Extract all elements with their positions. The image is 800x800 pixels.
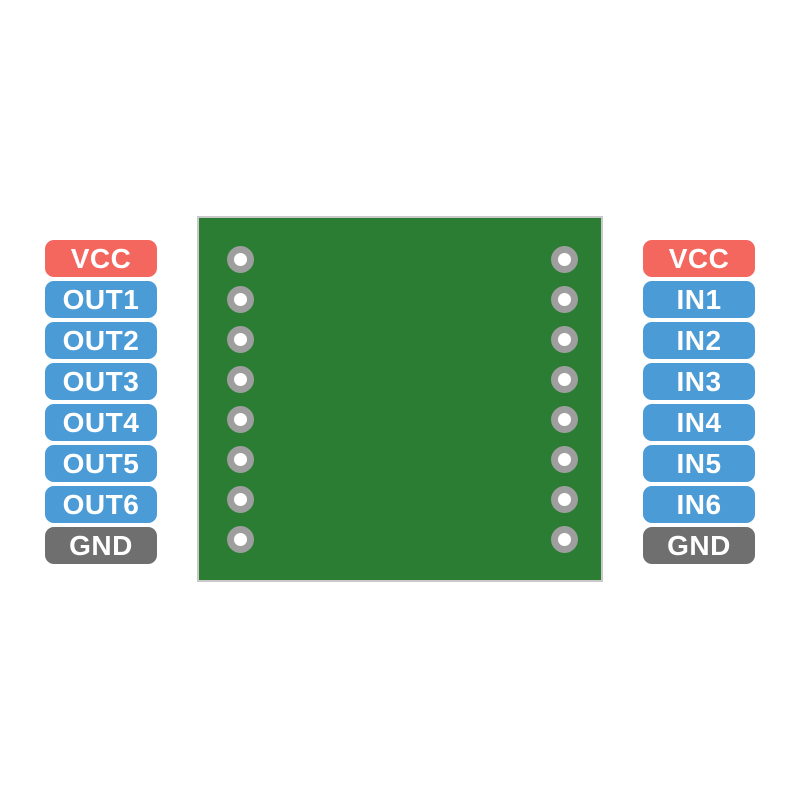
pad-hole-bore [233,492,247,506]
pad-hole [550,445,578,473]
pin-label-gnd: GND [643,527,755,564]
pad-hole-bore [233,412,247,426]
pad-hole [226,405,254,433]
pad-hole [226,245,254,273]
pad-hole-bore [233,452,247,466]
pin-label-vcc: VCC [45,240,157,277]
pin-label-in3: IN3 [643,363,755,400]
pad-hole [226,365,254,393]
pad-hole-bore [557,492,571,506]
pad-hole [226,485,254,513]
pad-hole [226,285,254,313]
pad-hole-bore [557,452,571,466]
pin-label-out1: OUT1 [45,281,157,318]
pad-hole [550,325,578,353]
pad-hole-bore [233,332,247,346]
pin-label-out2: OUT2 [45,322,157,359]
pin-label-in4: IN4 [643,404,755,441]
pad-hole [550,285,578,313]
pad-hole [550,405,578,433]
pad-hole [550,485,578,513]
pad-hole-bore [233,292,247,306]
pad-hole-bore [557,332,571,346]
pin-label-out3: OUT3 [45,363,157,400]
pin-label-in2: IN2 [643,322,755,359]
pad-hole-bore [233,252,247,266]
pad-hole-bore [233,532,247,546]
pad-hole-bore [557,292,571,306]
pin-label-in6: IN6 [643,486,755,523]
pin-label-out5: OUT5 [45,445,157,482]
pad-hole-bore [557,372,571,386]
pcb-board [197,216,603,582]
pad-hole [550,525,578,553]
pad-hole-bore [557,532,571,546]
pin-label-in5: IN5 [643,445,755,482]
pin-label-out4: OUT4 [45,404,157,441]
pad-hole [226,525,254,553]
pad-hole-bore [557,252,571,266]
pin-label-gnd: GND [45,527,157,564]
pad-hole [226,445,254,473]
pin-label-out6: OUT6 [45,486,157,523]
pad-hole [226,325,254,353]
pad-hole [550,245,578,273]
pad-hole-bore [233,372,247,386]
pin-label-in1: IN1 [643,281,755,318]
pad-hole [550,365,578,393]
pin-label-vcc: VCC [643,240,755,277]
pad-hole-bore [557,412,571,426]
